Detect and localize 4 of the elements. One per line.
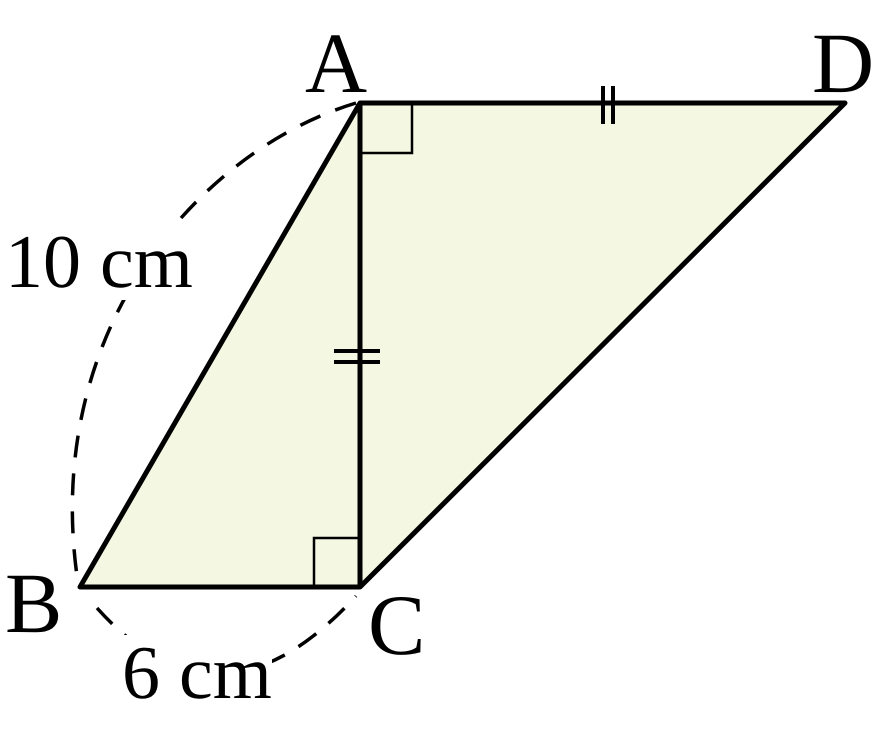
vertex-label: A <box>305 20 368 106</box>
vertex-label: B <box>5 560 62 646</box>
vertex-label: C <box>368 582 426 668</box>
vertex-label: D <box>812 20 874 106</box>
